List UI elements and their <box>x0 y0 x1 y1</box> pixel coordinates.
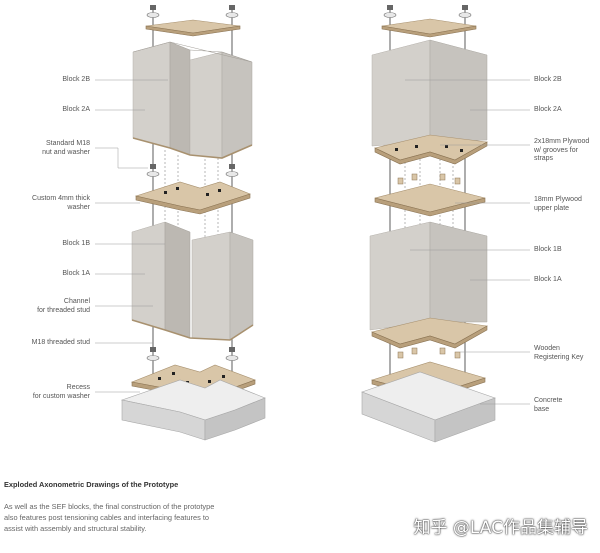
right-label-concrete-base: Concrete base <box>534 397 563 413</box>
right-upper-plate <box>374 183 486 213</box>
caption-title: Exploded Axonometric Drawings of the Pro… <box>4 480 179 489</box>
right-label-block-1b: Block 1B <box>534 246 562 253</box>
left-top-nut-1 <box>150 5 156 10</box>
caption-body: As well as the SEF blocks, the final con… <box>4 502 215 533</box>
left-label-block-2b: Block 2B <box>62 76 90 83</box>
right-label-plywood-grooves: 2x18mm Plywood w/ grooves for straps <box>534 138 590 162</box>
right-key-1 <box>397 351 404 359</box>
caption: Exploded Axonometric Drawings of the Pro… <box>4 480 219 534</box>
left-assembly <box>120 5 266 441</box>
right-label-block-2a: Block 2A <box>534 106 562 113</box>
right-leaders <box>405 79 530 405</box>
right-assembly <box>361 5 496 443</box>
left-top-washer-2 <box>225 12 239 18</box>
left-label-block-1b: Block 1B <box>62 240 90 247</box>
left-top-washer-1 <box>146 12 160 18</box>
left-label-threaded-stud: M18 threaded stud <box>31 339 90 346</box>
right-block-2b-face <box>371 39 431 147</box>
right-label-block-2b: Block 2B <box>534 76 562 83</box>
right-block-1b-face <box>369 221 431 331</box>
left-block-2b-mid-face <box>169 41 191 156</box>
right-label-block-1a: Block 1A <box>534 276 562 283</box>
left-label-recess: Recess for custom washer <box>32 384 90 400</box>
left-top-nut-2 <box>229 5 235 10</box>
watermark: 知乎 @LAC作品集辅导 <box>413 518 588 538</box>
left-concrete-right <box>204 397 266 441</box>
right-concrete-right <box>434 397 496 443</box>
left-block-1a-face <box>191 231 231 341</box>
left-block-2b-left-face <box>132 41 171 149</box>
left-block-2a-face <box>189 51 223 159</box>
left-label-m18-nut: Standard M18 nut and washer <box>42 140 90 156</box>
left-block-1b-left-face <box>131 221 166 331</box>
left-mid-washer-2 <box>225 171 239 177</box>
left-block-2a-right-face <box>221 51 253 159</box>
left-mid-washer-1 <box>146 171 160 177</box>
right-block-1a-face <box>429 221 488 323</box>
left-block-1b-mid-face <box>164 221 191 339</box>
right-label-upper-plate: 18mm Plywood upper plate <box>534 196 582 212</box>
left-label-channel: Channel for threaded stud <box>37 298 90 314</box>
left-label-block-2a: Block 2A <box>62 106 90 113</box>
left-leaders <box>95 79 168 393</box>
left-label-block-1a: Block 1A <box>62 270 90 277</box>
right-label-registering-key: Wooden Registering Key <box>534 345 584 361</box>
right-block-2a-face <box>429 39 488 143</box>
left-block-1a-right-face <box>229 231 254 341</box>
left-label-custom-washer: Custom 4mm thick washer <box>32 195 90 211</box>
